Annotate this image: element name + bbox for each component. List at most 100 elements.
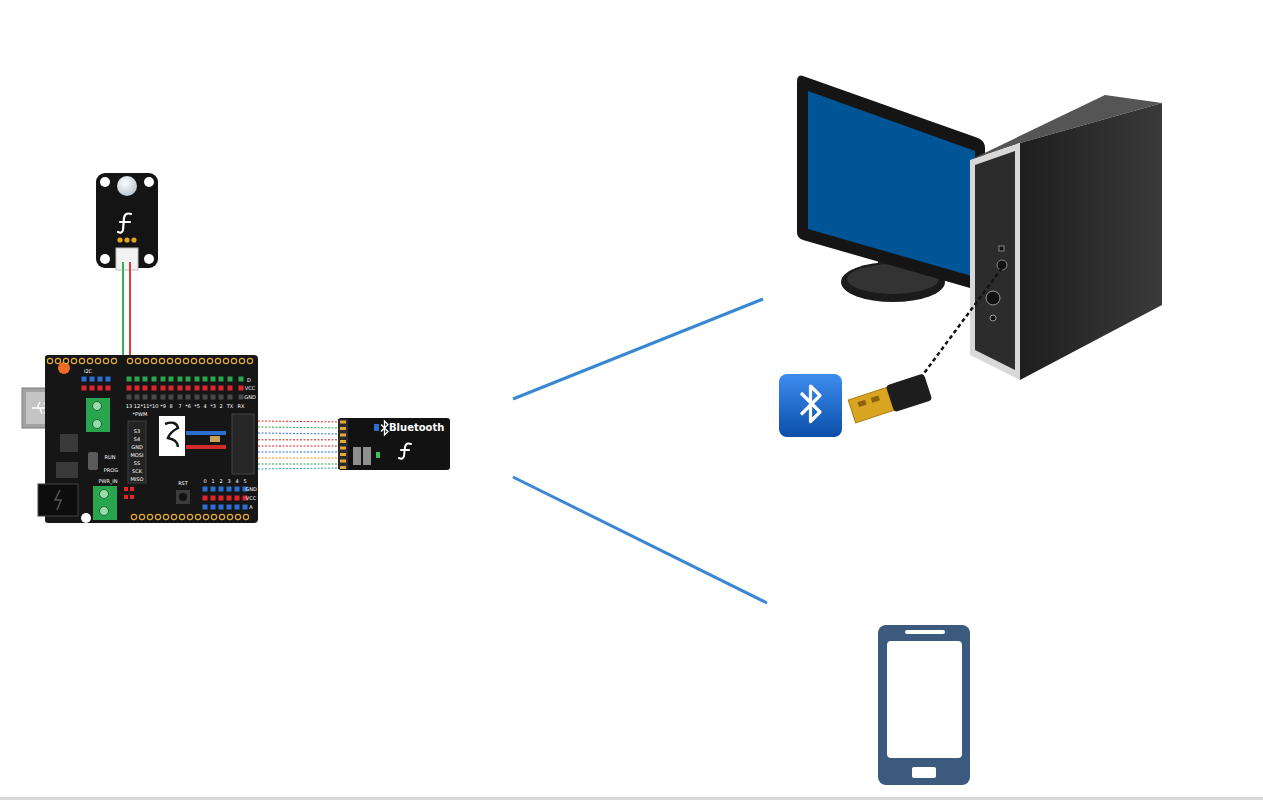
radio-wires [258,468,340,469]
desktop-computer [922,268,1002,376]
pin-label: GND [244,395,255,400]
pir-sensor [144,177,154,187]
header-pins [152,377,157,382]
pin-label: S3 [134,429,140,434]
header-pins [147,514,152,519]
radio-wires [258,433,340,434]
header-pins [167,358,172,363]
pin-label: VCC [245,386,255,391]
bluetooth-module [363,447,371,465]
pin-label: GND [245,487,256,492]
desktop-computer [990,315,996,321]
header-pins [215,358,220,363]
pin-label: RST [178,481,188,486]
header-pins [228,377,233,382]
pir-sensor [100,254,110,264]
pin-label: 0 [203,479,206,484]
header-pins [135,377,140,382]
bluetooth-dongle [871,395,880,402]
pin-label: PROG [104,468,118,473]
header-pins [171,514,176,519]
header-pins [239,395,244,400]
pir-sensor [144,254,154,264]
header-pins [152,386,157,391]
controller-board [100,490,109,499]
controller-board [86,398,110,432]
header-pins [124,495,128,499]
header-pins [130,495,134,499]
bluetooth-icon [779,374,842,437]
controller-board [165,423,178,447]
header-pins [175,358,180,363]
pir-sensor [96,173,158,270]
header-pins [219,496,224,501]
header-pins [219,386,224,391]
pin-label: GND [131,445,142,450]
module-name: Bluetooth [389,423,444,433]
wire-connector [258,439,338,440]
header-pins [243,505,248,510]
controller-board [58,362,70,374]
header-pins [143,395,148,400]
header-pins [161,377,166,382]
header-pins [235,487,240,492]
pin-label: 2 [219,479,222,484]
smartphone [912,767,936,778]
desktop-computer [797,76,985,291]
bluetooth-module: Bluetooth [338,418,450,470]
header-pins [169,386,174,391]
header-pins [139,514,144,519]
radio-link [513,299,767,603]
header-pins [228,386,233,391]
bluetooth-module [338,419,348,469]
pin-label: *5 [194,404,200,409]
pin-label: 1 [211,479,214,484]
radio-wires [258,452,340,453]
header-pins [127,395,132,400]
pin-label: 3 [227,479,230,484]
header-pins [87,358,92,363]
bluetooth-module [353,447,361,465]
pin-label: D [247,378,251,383]
header-pins [211,487,216,492]
controller-board [93,402,102,411]
controller-board [93,420,102,429]
header-pins [127,377,132,382]
header-pins [47,358,252,519]
pin-label: SS [134,461,140,466]
controller-board [179,493,187,501]
header-pins [235,505,240,510]
header-pins [207,358,212,363]
header-pins [163,514,168,519]
bluetooth-module [338,418,450,470]
header-pins [135,358,140,363]
header-pins [127,386,132,391]
header-pins [124,487,128,491]
header-pins [103,358,108,363]
radio-wires [258,421,340,469]
header-pins [203,496,208,501]
controller-board [186,445,226,449]
module-pins [340,466,346,469]
pir-sensor [131,237,136,242]
pin-label: A [249,505,252,510]
header-pins [187,514,192,519]
header-pins [130,487,134,491]
header-pins [203,395,208,400]
radio-link [513,299,763,399]
header-pins [203,377,208,382]
header-pins [71,358,76,363]
header-pins [211,496,216,501]
header-pins [235,496,240,501]
pin-label: *9 [160,404,166,409]
header-pins [47,358,52,363]
desktop-computer [970,143,1020,380]
header-pins [223,358,228,363]
pin-label: TX [227,404,233,409]
header-pins [191,358,196,363]
pin-label: RX [238,404,245,409]
pir-sensor [118,214,131,233]
header-pins [227,496,232,501]
